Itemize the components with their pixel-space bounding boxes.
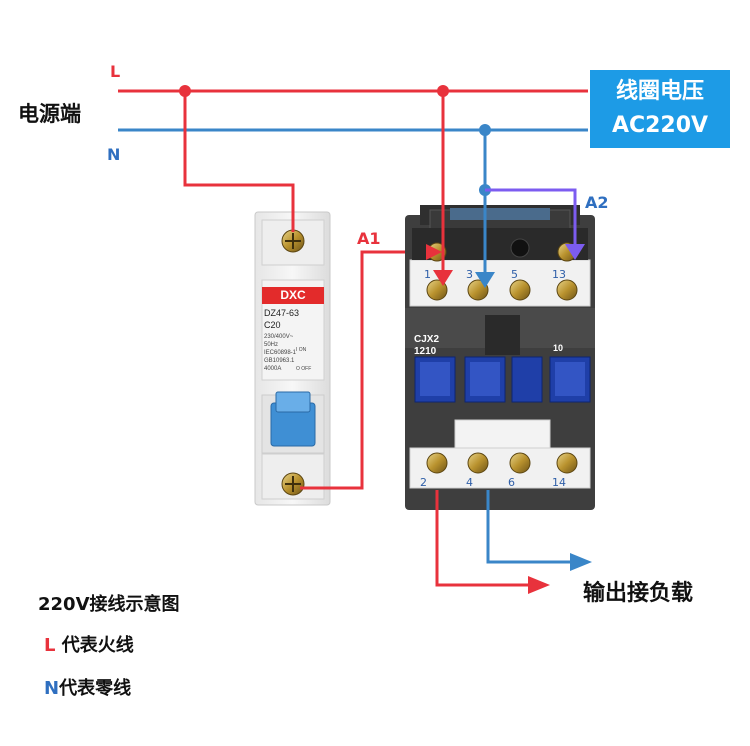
breaker-brand: DXC [280,288,306,302]
breaker-spec-line: 50Hz [264,342,279,348]
legend-live: L 代表火线 [44,631,134,657]
circuit-breaker [254,211,331,506]
output-load-label: 输出接负载 [583,581,694,606]
a1-label: A1 [357,229,381,248]
coil-voltage-box: 线圈电压 AC220V [590,70,730,148]
neutral-label: N [107,145,121,164]
legend-neutral: N代表零线 [44,674,131,700]
terminal-label-6: 6 [508,476,515,489]
breaker-spec-line: 4000A [264,366,282,372]
power-source-label: 电源端 [18,102,81,126]
terminal-label-13: 13 [552,268,566,281]
terminal-label-5: 5 [511,268,518,281]
neutral-to-a2-wire [485,188,577,252]
output-neutral-wire [486,490,572,564]
breaker-output-wire [300,250,428,490]
coil-voltage-title: 线圈电压 [615,79,704,104]
terminal-label-3: 3 [466,268,473,281]
breaker-on-label: I ON [296,347,307,353]
terminal-label-2: 2 [420,476,427,489]
legend-live-text: 代表火线 [55,635,134,656]
terminal-label-4: 4 [466,476,473,489]
breaker-spec-line: 230/400V~ [264,334,294,340]
breaker-spec-list: 230/400V~ 50Hz IEC60898-1 GB10963.1 4000… [264,333,296,373]
contactor-aux-code: 10 [553,343,564,353]
output-live-wire [435,490,530,587]
a2-label: A2 [585,193,609,212]
legend-title: 220V接线示意图 [38,594,180,615]
breaker-spec-line: IEC60898-1 [264,350,297,356]
terminal-label-1: 1 [424,268,431,281]
live-label: L [110,62,121,81]
legend-neutral-text: 代表零线 [59,678,132,699]
contactor-model-2: 1210 [414,346,437,357]
terminal-label-14: 14 [552,476,566,489]
coil-voltage-value: AC220V [611,113,709,138]
legend-live-prefix: L [44,635,56,656]
contactor-model-1: CJX2 [414,334,440,345]
breaker-spec-line: GB10963.1 [264,358,295,364]
contactor [405,205,595,510]
breaker-input-wire [183,91,295,232]
legend-neutral-prefix: N [44,678,60,699]
breaker-model: DZ47-63 [264,308,300,318]
breaker-rating: C20 [264,320,281,330]
breaker-off-label: O OFF [296,366,312,372]
